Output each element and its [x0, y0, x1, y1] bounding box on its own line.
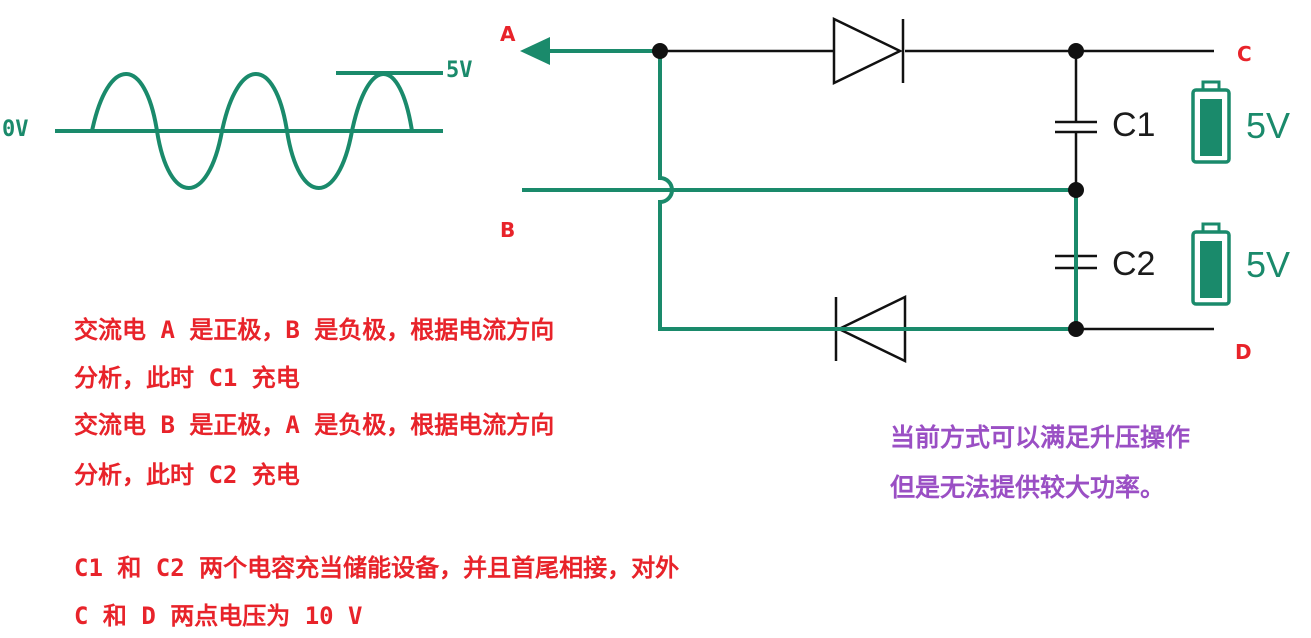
battery-top-label: 5V	[1246, 105, 1291, 146]
capacitor-c2-label: C2	[1112, 245, 1156, 283]
explanation-line-2: 分析，此时 C1 充电	[74, 364, 300, 392]
explanation-line-1: 交流电 A 是正极，B 是负极，根据电流方向	[74, 316, 555, 344]
current-path	[522, 49, 1078, 331]
node-b-label: B	[500, 218, 516, 242]
node-a-label: A	[500, 22, 516, 46]
current-arrow-icon	[520, 37, 550, 65]
explanation-line-4: 分析，此时 C2 充电	[74, 461, 300, 489]
capacitor-c1-symbol	[1055, 120, 1097, 134]
battery-bottom-icon	[1191, 222, 1231, 306]
node-c-label: C	[1237, 42, 1252, 66]
peak-volt-label: 5V	[446, 58, 473, 83]
explanation-line-3: 交流电 B 是正极，A 是负极，根据电流方向	[74, 411, 555, 439]
battery-top-icon	[1191, 80, 1231, 164]
explanation-line-5: C1 和 C2 两个电容充当储能设备，并且首尾相接，对外	[74, 554, 680, 582]
capacitor-c1-label: C1	[1112, 106, 1156, 144]
battery-bottom-label: 5V	[1246, 244, 1291, 285]
explanation-line-6: C 和 D 两点电压为 10 V	[74, 602, 363, 630]
node-d-label: D	[1235, 340, 1252, 364]
sine-wave	[90, 72, 414, 190]
note-line-1: 当前方式可以满足升压操作	[890, 423, 1191, 452]
note-line-2: 但是无法提供较大功率。	[890, 473, 1166, 502]
zero-volt-label: 0V	[2, 117, 29, 142]
junction-dots	[652, 43, 1084, 337]
diode-top	[832, 17, 905, 85]
ac-waveform	[55, 71, 443, 190]
